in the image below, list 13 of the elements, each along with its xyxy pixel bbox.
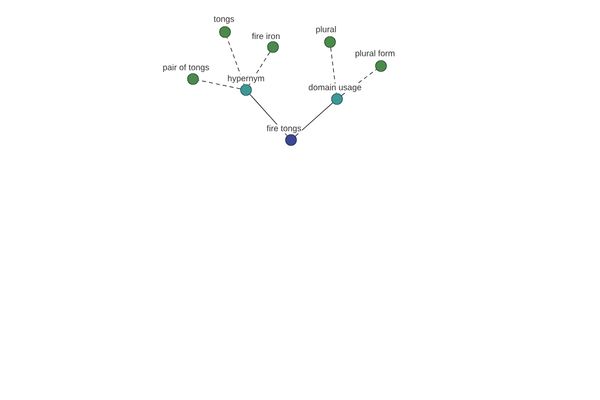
connector — [248, 52, 270, 86]
node-label: domain usage — [308, 83, 362, 93]
node-label: fire iron — [251, 32, 281, 40]
node-label: hypernym — [226, 74, 266, 84]
connector — [295, 102, 333, 136]
node-label: tongs — [213, 16, 235, 24]
connector — [226, 37, 244, 85]
node-label: plural form — [354, 49, 396, 59]
connector — [198, 80, 241, 90]
connector — [330, 47, 337, 94]
node-label: pair of tongs — [162, 63, 210, 73]
node-label: fire tongs — [266, 124, 302, 134]
node-label: plural — [315, 25, 337, 35]
